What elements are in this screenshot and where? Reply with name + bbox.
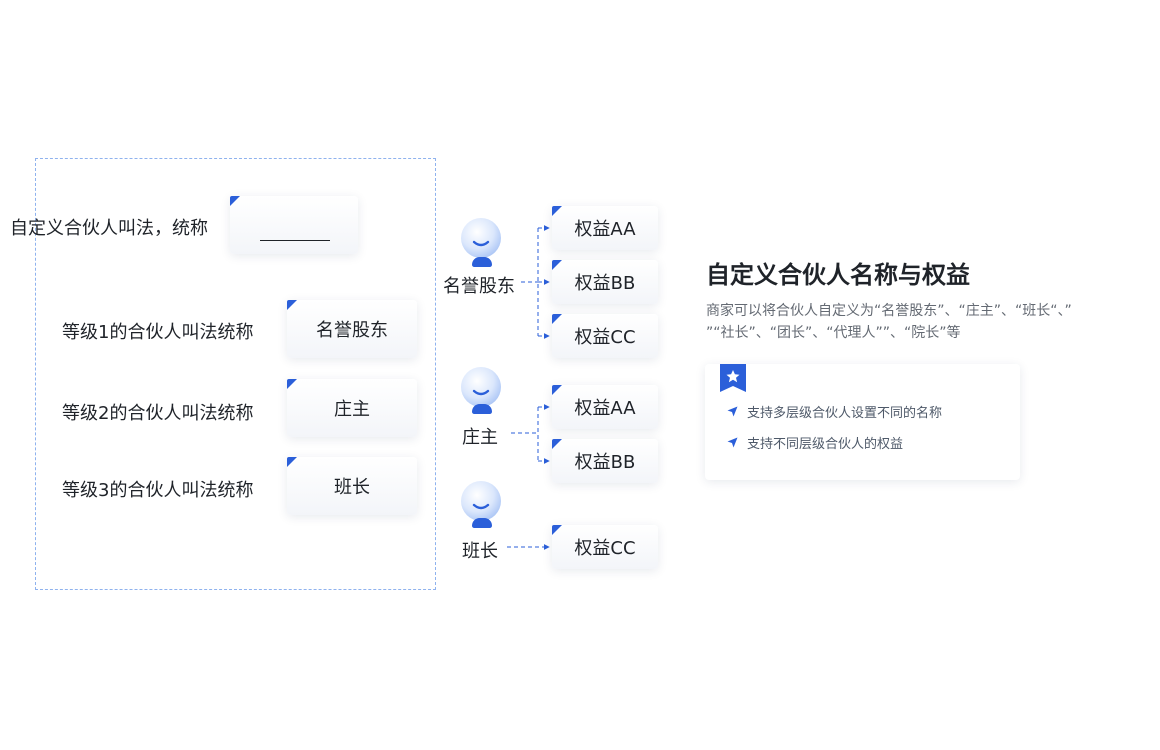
benefit-card[interactable]: 权益CC xyxy=(552,314,658,358)
feature-item: 支持多层级合伙人设置不同的名称 xyxy=(727,402,942,421)
config-row-value-text: 庄主 xyxy=(334,399,370,420)
config-row-value-level-1[interactable]: 名誉股东 xyxy=(287,300,417,358)
benefit-card[interactable]: 权益AA xyxy=(552,385,658,429)
config-row-value-text: 名誉股东 xyxy=(316,320,388,341)
corner-tag-icon xyxy=(552,314,562,324)
avatar-body xyxy=(472,257,492,267)
corner-tag-icon xyxy=(552,439,562,449)
corner-tag-icon xyxy=(230,196,240,206)
feature-list-box: 支持多层级合伙人设置不同的名称 支持不同层级合伙人的权益 xyxy=(705,364,1020,480)
corner-tag-icon xyxy=(552,385,562,395)
intro-desc-line-2: ”“社长”、“团长”、“代理人””、“院长”等 xyxy=(706,325,961,341)
corner-tag-icon xyxy=(552,525,562,535)
config-row-label-level-1: 等级1的合伙人叫法统称 xyxy=(62,322,254,343)
intro-description: 商家可以将合伙人自定义为“名誉股东”、“庄主”、“班长“、” ”“社长”、“团长… xyxy=(706,300,1126,344)
corner-tag-icon xyxy=(552,206,562,216)
config-row-value-text: 班长 xyxy=(334,477,370,498)
corner-tag-icon xyxy=(287,379,297,389)
benefit-card[interactable]: 权益AA xyxy=(552,206,658,250)
feature-text: 支持不同层级合伙人的权益 xyxy=(747,437,904,452)
intro-desc-line-1: 商家可以将合伙人自定义为“名誉股东”、“庄主”、“班长“、” xyxy=(706,303,1072,319)
role-label-group-2: 庄主 xyxy=(462,427,498,448)
corner-tag-icon xyxy=(552,260,562,270)
navigation-arrow-icon xyxy=(727,406,738,417)
corner-tag-icon xyxy=(287,457,297,467)
star-badge-icon xyxy=(720,364,746,392)
intro-title: 自定义合伙人名称与权益 xyxy=(706,261,970,289)
config-row-label-level-2: 等级2的合伙人叫法统称 xyxy=(62,403,254,424)
role-label-group-3: 班长 xyxy=(462,541,498,562)
avatar-body xyxy=(472,518,492,528)
benefit-label: 权益BB xyxy=(574,452,636,473)
benefit-card[interactable]: 权益BB xyxy=(552,260,658,304)
config-header-label: 自定义合伙人叫法，统称 xyxy=(10,218,208,239)
feature-text: 支持多层级合伙人设置不同的名称 xyxy=(747,406,943,421)
benefit-label: 权益CC xyxy=(574,538,636,559)
config-row-value-level-2[interactable]: 庄主 xyxy=(287,379,417,437)
feature-item: 支持不同层级合伙人的权益 xyxy=(727,433,903,452)
benefit-label: 权益BB xyxy=(574,273,636,294)
benefit-card[interactable]: 权益CC xyxy=(552,525,658,569)
benefit-label: 权益CC xyxy=(574,327,636,348)
corner-tag-icon xyxy=(287,300,297,310)
benefit-label: 权益AA xyxy=(574,219,636,240)
config-header-blank-field[interactable] xyxy=(230,196,358,254)
config-row-value-level-3[interactable]: 班长 xyxy=(287,457,417,515)
user-avatar-icon xyxy=(460,480,502,522)
benefit-card[interactable]: 权益BB xyxy=(552,439,658,483)
avatar-body xyxy=(472,404,492,414)
navigation-arrow-icon xyxy=(727,437,738,448)
user-avatar-icon xyxy=(460,217,502,259)
benefit-label: 权益AA xyxy=(574,398,636,419)
blank-underline xyxy=(260,240,330,241)
config-row-label-level-3: 等级3的合伙人叫法统称 xyxy=(62,480,254,501)
role-label-group-1: 名誉股东 xyxy=(443,276,515,297)
user-avatar-icon xyxy=(460,366,502,408)
partner-naming-config-panel xyxy=(35,158,436,590)
